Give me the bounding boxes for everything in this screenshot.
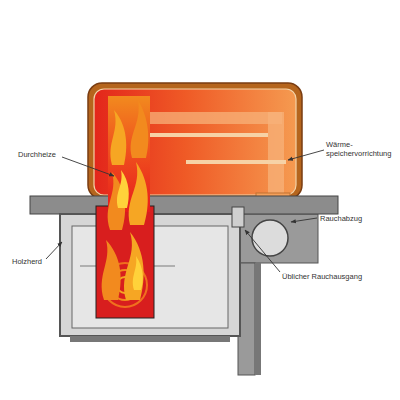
callout-label: Durchheize (18, 150, 56, 159)
leader-lines (46, 150, 324, 272)
countertop (30, 196, 338, 214)
callout-label: Rauchabzug (320, 214, 362, 223)
flue-housing (238, 193, 318, 375)
callout-label: Üblicher Rauchausgang (282, 272, 362, 281)
callout-label: Holzherd (12, 257, 42, 266)
callout-label: Wärme- speichervorrichtung (326, 140, 396, 159)
smoke-outlet (232, 207, 244, 227)
flames (96, 96, 154, 318)
